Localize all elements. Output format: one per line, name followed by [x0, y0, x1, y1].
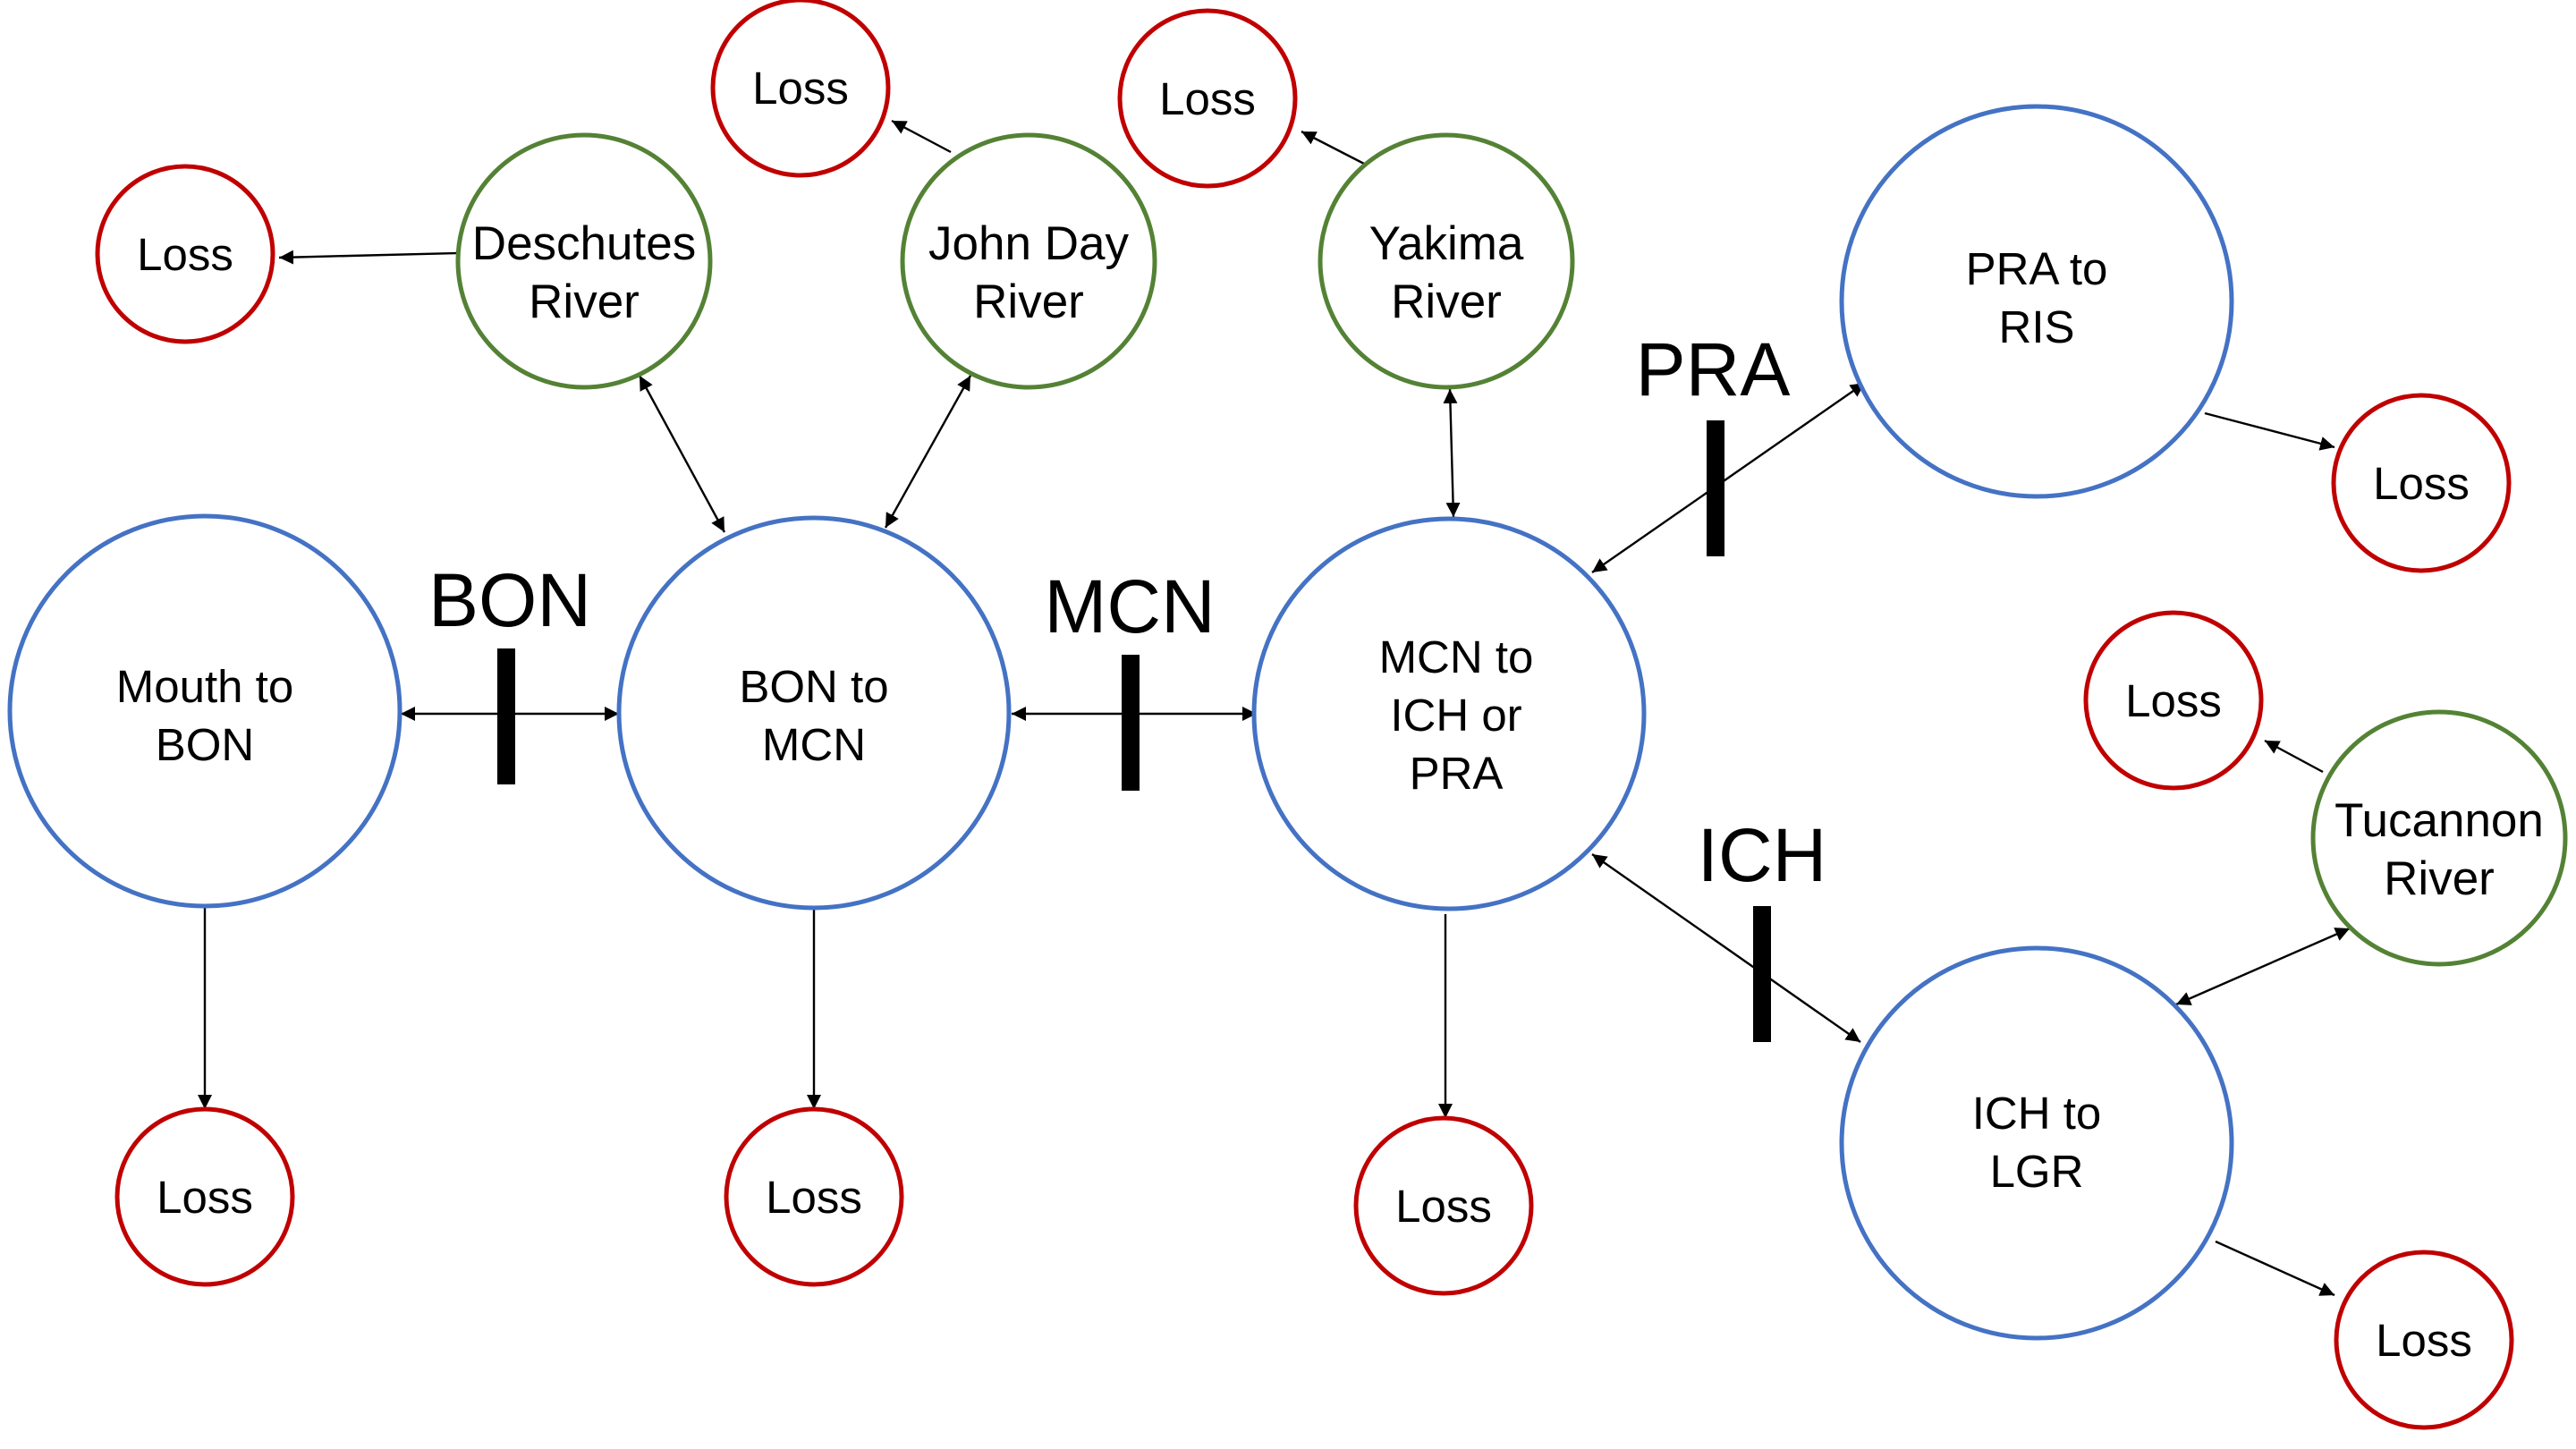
node-loss-pra-to-ris: Loss — [2331, 393, 2512, 573]
dam-bar — [1707, 420, 1724, 556]
node-bon-to-mcn: BON to MCN — [616, 515, 1012, 911]
node-label-line-2: River — [973, 275, 1084, 328]
node-loss-john-day: Loss — [710, 0, 891, 178]
edge-mcn-ich-pra-to-ich-lgr — [1591, 853, 1861, 1043]
loss-label: Loss — [2376, 1315, 2472, 1366]
dam-bar — [497, 648, 515, 784]
edge-ich-lgr-to-tucannon — [2175, 927, 2351, 1006]
node-label-line-2: River — [2384, 852, 2495, 905]
loss-label: Loss — [2125, 675, 2222, 726]
edge-ich-lgr-to-loss — [2215, 1240, 2335, 1297]
loss-label: Loss — [766, 1172, 862, 1223]
dam-pra: PRA — [1636, 327, 1791, 556]
dam-bar — [1122, 655, 1140, 791]
node-loss-ich-to-lgr: Loss — [2334, 1250, 2514, 1430]
loss-label: Loss — [137, 229, 233, 280]
edge-john-day-to-loss — [891, 119, 952, 154]
dam-bar — [1753, 906, 1771, 1042]
node-tucannon-river: Tucannon River — [2310, 709, 2568, 967]
dam-bon: BON — [428, 558, 591, 784]
edge-deschutes-to-loss — [278, 250, 457, 265]
node-label-line-2: LGR — [1990, 1146, 2084, 1197]
node-loss-yakima: Loss — [1117, 8, 1298, 189]
node-label-line-1: PRA to — [1966, 243, 2108, 294]
node-label-line-2: RIS — [1998, 301, 2074, 352]
dam-label: ICH — [1698, 813, 1827, 897]
node-label-line-2: River — [1391, 275, 1502, 328]
edge-mcn-ich-pra-to-yakima — [1443, 388, 1461, 518]
node-pra-to-ris: PRA to RIS — [1839, 104, 2234, 499]
loss-label: Loss — [1159, 73, 1256, 124]
dam-ich: ICH — [1698, 813, 1827, 1042]
node-label-line-2: River — [529, 275, 640, 328]
dam-label: BON — [428, 558, 591, 642]
loss-label: Loss — [1395, 1181, 1492, 1232]
node-mcn-to-ich-or-pra: MCN to ICH or PRA — [1251, 516, 1647, 911]
loss-label: Loss — [2373, 458, 2470, 509]
node-loss-mouth-to-bon: Loss — [114, 1106, 295, 1287]
loss-label: Loss — [752, 63, 849, 114]
node-label-line-1: ICH to — [1972, 1088, 2102, 1139]
node-label-line-1: Mouth to — [116, 661, 293, 712]
node-label-line-1: John Day — [928, 217, 1129, 270]
node-label-line-1: Yakima — [1369, 217, 1524, 270]
node-john-day-river: John Day River — [900, 132, 1157, 390]
dam-label: PRA — [1636, 327, 1791, 411]
node-label-line-2: BON — [156, 719, 255, 770]
edge-bon-mcn-to-deschutes — [638, 375, 726, 533]
node-mouth-to-bon: Mouth to BON — [7, 513, 402, 909]
edge-bon-mcn-to-john-day — [884, 375, 972, 529]
node-yakima-river: Yakima River — [1318, 132, 1575, 390]
node-label-line-1: BON to — [739, 661, 888, 712]
node-loss-tucannon: Loss — [2083, 610, 2264, 791]
edge-tucannon-to-loss — [2264, 739, 2324, 774]
edge-yakima-to-loss — [1301, 130, 1365, 165]
node-label-line-3: PRA — [1410, 748, 1504, 799]
node-ich-to-lgr: ICH to LGR — [1839, 945, 2234, 1341]
node-label-line-2: ICH or — [1390, 690, 1521, 741]
edge-mcn-ich-pra-to-pra-ris — [1591, 382, 1866, 573]
node-deschutes-river: Deschutes River — [455, 132, 713, 390]
dam-label: MCN — [1044, 564, 1215, 648]
node-label-line-1: Deschutes — [472, 217, 696, 270]
edge-pra-ris-to-loss — [2204, 411, 2335, 451]
dam-mcn: MCN — [1044, 564, 1216, 791]
node-loss-bon-to-mcn: Loss — [724, 1106, 904, 1287]
node-label-line-1: MCN to — [1379, 631, 1534, 682]
node-label-line-1: Tucannon — [2334, 794, 2544, 847]
node-loss-mcn-to-ich-or-pra: Loss — [1353, 1115, 1534, 1296]
node-loss-deschutes: Loss — [95, 164, 275, 344]
loss-label: Loss — [157, 1172, 253, 1223]
node-label-line-2: MCN — [762, 719, 866, 770]
